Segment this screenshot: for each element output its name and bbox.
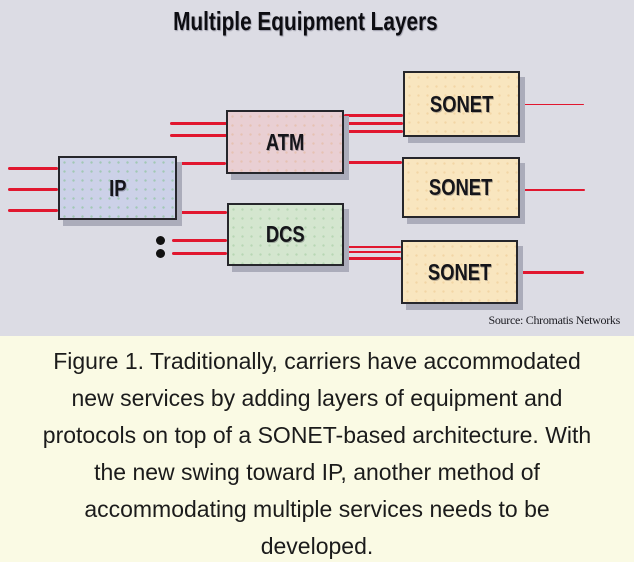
- line-sonet2-out: [520, 189, 585, 191]
- line-atm-sonet1-2: [344, 122, 403, 125]
- line-atm-sonet1-3: [344, 130, 403, 133]
- line-left-ip-1: [8, 167, 58, 170]
- ellipsis-dot-2: [156, 249, 165, 258]
- source-attribution: Source: Chromatis Networks: [488, 313, 620, 327]
- line-ip-atm: [176, 162, 226, 165]
- caption-line: Figure 1. Traditionally, carriers have a…: [53, 348, 581, 374]
- node-sonet-2-label: SONET: [429, 174, 493, 200]
- caption-line: the new swing toward IP, another method …: [94, 459, 540, 485]
- line-into-atm-2: [170, 134, 227, 137]
- node-ip-label: IP: [108, 174, 127, 201]
- line-atm-sonet2: [344, 161, 402, 164]
- line-left-ip-3: [8, 209, 58, 212]
- diagram-title: Multiple Equipment Layers: [0, 6, 610, 37]
- line-into-dcs-1: [172, 239, 227, 242]
- node-atm-label: ATM: [265, 128, 305, 155]
- figure-caption: Figure 1. Traditionally, carriers have a…: [0, 336, 634, 562]
- line-sonet3-out: [518, 271, 584, 274]
- line-atm-sonet1-1: [344, 114, 403, 117]
- node-sonet-3: SONET: [401, 240, 518, 304]
- caption-line: protocols on top of a SONET-based archit…: [42, 422, 592, 448]
- node-dcs: DCS: [227, 203, 344, 266]
- node-sonet-3-label: SONET: [427, 258, 492, 285]
- line-into-atm-1: [170, 122, 227, 125]
- line-dcs-sonet3-3: [344, 257, 401, 260]
- equipment-layers-diagram: Multiple Equipment Layers: [0, 0, 634, 336]
- line-sonet1-out: [520, 104, 584, 105]
- line-ip-dcs: [176, 211, 227, 214]
- ellipsis-dot-1: [156, 236, 165, 245]
- node-dcs-label: DCS: [266, 221, 305, 247]
- diagram-title-text: Multiple Equipment Layers: [172, 6, 438, 36]
- caption-line: developed.: [260, 533, 374, 559]
- node-atm: ATM: [226, 110, 344, 174]
- line-dcs-sonet3-2: [344, 251, 401, 253]
- line-left-ip-2: [8, 188, 58, 191]
- node-sonet-2: SONET: [402, 157, 520, 218]
- node-sonet-1: SONET: [403, 71, 520, 137]
- line-into-dcs-2: [172, 252, 227, 255]
- node-ip: IP: [58, 156, 177, 220]
- caption-line: accommodating multiple services needs to…: [84, 496, 550, 522]
- node-sonet-1-label: SONET: [429, 90, 494, 117]
- caption-line: new services by adding layers of equipme…: [71, 385, 563, 411]
- line-dcs-sonet3-1: [344, 246, 401, 248]
